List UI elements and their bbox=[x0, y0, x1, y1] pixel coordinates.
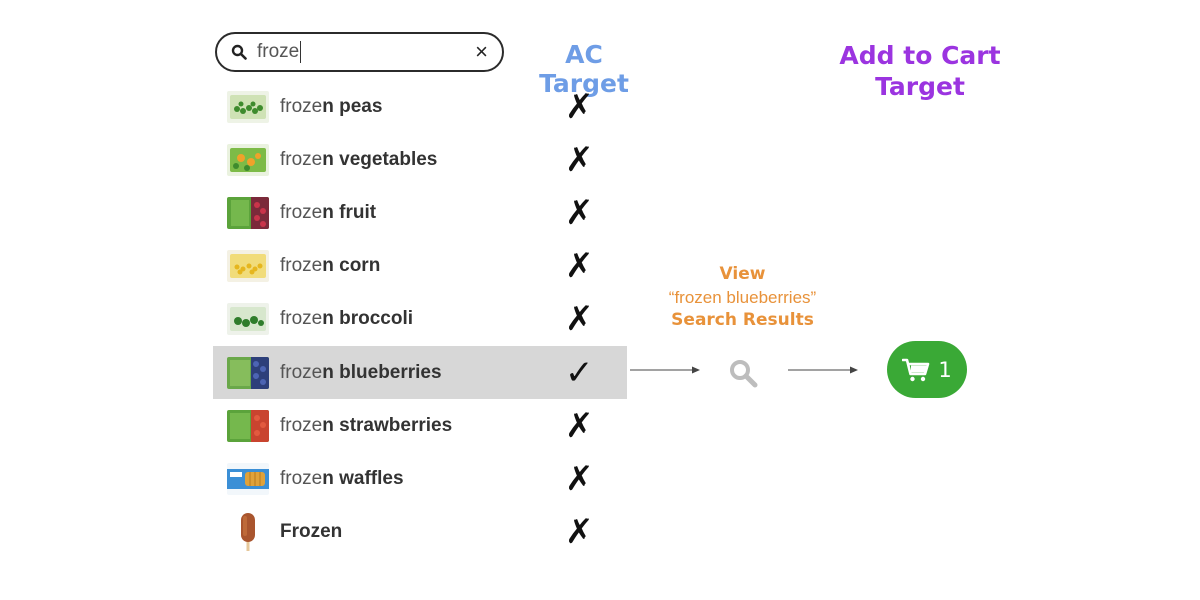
cart-count: 1 bbox=[938, 357, 952, 382]
close-icon[interactable]: × bbox=[475, 39, 488, 64]
suggestion-row[interactable]: frozen waffles ✗ bbox=[213, 452, 627, 505]
suggestion-typed-prefix: froze bbox=[280, 308, 323, 330]
suggestion-row[interactable]: frozen blueberries ✓ bbox=[213, 346, 627, 399]
cross-mark-icon: ✗ bbox=[565, 246, 594, 287]
suggestion-typed-prefix: froze bbox=[280, 201, 323, 223]
suggestion-completion: n vegetables bbox=[322, 148, 438, 170]
suggestion-row[interactable]: frozen peas ✗ bbox=[213, 80, 627, 133]
suggestion-row[interactable]: Frozen ✗ bbox=[213, 506, 627, 559]
suggestion-label: frozen blueberries bbox=[280, 362, 442, 384]
cross-mark-icon: ✗ bbox=[565, 458, 594, 499]
popsicle-icon bbox=[227, 512, 269, 552]
suggestion-typed-prefix: froze bbox=[280, 414, 323, 436]
suggestion-completion: n fruit bbox=[322, 201, 377, 223]
suggestion-completion: n peas bbox=[322, 95, 383, 117]
suggestion-label: frozen fruit bbox=[280, 202, 376, 224]
arrow-to-cart-icon bbox=[788, 366, 858, 374]
suggestion-row[interactable]: frozen corn ✗ bbox=[213, 240, 627, 293]
suggestion-row[interactable]: frozen broccoli ✗ bbox=[213, 293, 627, 346]
suggestion-completion: Frozen bbox=[280, 521, 343, 543]
add-to-cart-target-title: Add to Cart Target bbox=[839, 41, 1001, 101]
suggestion-label: frozen corn bbox=[280, 255, 380, 277]
suggestion-label: frozen peas bbox=[280, 96, 382, 118]
suggestion-typed-prefix: froze bbox=[280, 255, 323, 277]
suggestion-label: frozen vegetables bbox=[280, 149, 437, 171]
ac-target-title: AC Target bbox=[539, 40, 629, 98]
view-label: View bbox=[719, 264, 766, 284]
suggestion-completion: n broccoli bbox=[322, 308, 414, 330]
suggestion-label: Frozen bbox=[280, 521, 342, 543]
suggestion-label: frozen waffles bbox=[280, 468, 404, 490]
search-results-icon bbox=[730, 360, 758, 388]
cross-mark-icon: ✗ bbox=[565, 512, 594, 553]
view-search-results-label: Search Results bbox=[671, 310, 814, 330]
fruit-bag-icon bbox=[227, 196, 269, 229]
arrow-to-search-icon bbox=[630, 366, 700, 374]
vegetables-bag-icon bbox=[227, 143, 269, 176]
suggestion-typed-prefix: froze bbox=[280, 361, 323, 383]
waffles-box-icon bbox=[227, 462, 269, 495]
suggestion-row[interactable]: frozen fruit ✗ bbox=[213, 186, 627, 239]
peas-bag-icon bbox=[227, 90, 269, 123]
suggestion-typed-prefix: froze bbox=[280, 95, 323, 117]
suggestion-row[interactable]: frozen strawberries ✗ bbox=[213, 399, 627, 452]
suggestion-typed-prefix: froze bbox=[280, 148, 323, 170]
search-input[interactable]: froze bbox=[257, 41, 302, 63]
add-to-cart-button[interactable]: 1 bbox=[887, 341, 967, 398]
cross-mark-icon: ✗ bbox=[565, 139, 594, 180]
cross-mark-icon: ✗ bbox=[565, 299, 594, 340]
suggestion-row[interactable]: frozen vegetables ✗ bbox=[213, 133, 627, 186]
cross-mark-icon: ✗ bbox=[565, 192, 594, 233]
cross-mark-icon: ✗ bbox=[565, 405, 594, 446]
suggestion-label: frozen strawberries bbox=[280, 415, 452, 437]
suggestion-completion: n corn bbox=[322, 255, 381, 277]
view-search-results-text: View “frozen blueberries” Search Results bbox=[630, 263, 855, 332]
corn-bag-icon bbox=[227, 250, 269, 283]
blueberries-bag-icon bbox=[227, 356, 269, 389]
search-icon bbox=[231, 44, 247, 60]
strawberries-bag-icon bbox=[227, 409, 269, 442]
search-box[interactable]: froze × bbox=[215, 32, 504, 72]
suggestion-completion: n waffles bbox=[322, 467, 404, 489]
check-mark-icon: ✓ bbox=[565, 352, 594, 393]
view-query: “frozen blueberries” bbox=[668, 288, 817, 307]
broccoli-bag-icon bbox=[227, 303, 269, 336]
cross-mark-icon: ✗ bbox=[565, 86, 594, 127]
suggestion-label: frozen broccoli bbox=[280, 308, 413, 330]
cart-icon bbox=[902, 358, 930, 381]
suggestion-typed-prefix: froze bbox=[280, 467, 323, 489]
suggestion-completion: n blueberries bbox=[322, 361, 442, 383]
suggestion-completion: n strawberries bbox=[322, 414, 453, 436]
